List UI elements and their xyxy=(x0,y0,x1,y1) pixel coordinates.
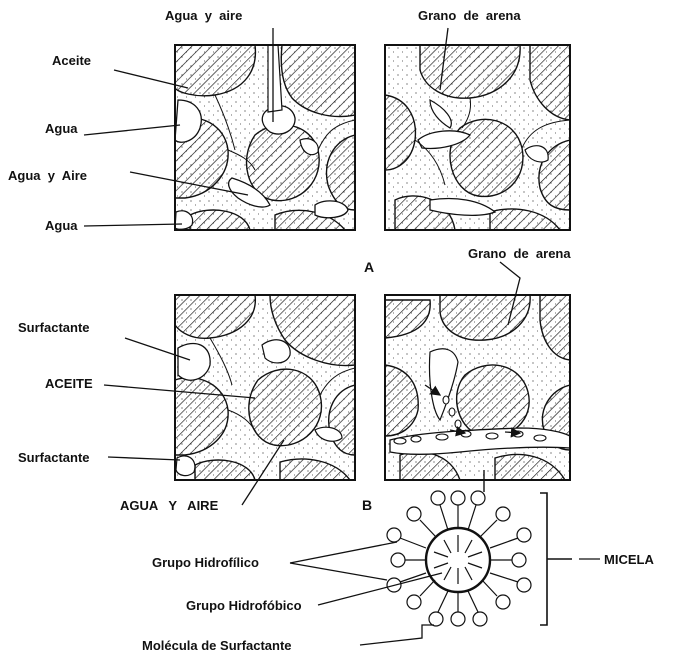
label-aceite: Aceite xyxy=(52,53,91,68)
panel-b-left xyxy=(175,295,355,480)
micelle-diagram xyxy=(387,470,572,626)
micelle-bracket xyxy=(540,493,572,625)
label-grupo-hidrofilico: Grupo Hidrofílico xyxy=(152,555,259,570)
label-agua-1: Agua xyxy=(45,121,78,136)
label-grupo-hidrofobico: Grupo Hidrofóbico xyxy=(186,598,302,613)
panel-a-right xyxy=(385,45,570,230)
label-micela: MICELA xyxy=(604,552,654,567)
label-molecula-surfactante: Molécula de Surfactante xyxy=(142,638,292,653)
panel-b-right xyxy=(385,295,570,480)
label-grano-de-arena-mid: Grano de arena xyxy=(468,246,571,261)
surfactant-pocket xyxy=(176,456,195,476)
water-pocket xyxy=(315,201,348,218)
label-grano-de-arena-top: Grano de arena xyxy=(418,8,521,23)
label-agua-2: Agua xyxy=(45,218,78,233)
sand-grain xyxy=(457,365,530,437)
label-agua-y-aire-top: Agua y aire xyxy=(165,8,242,23)
water-pocket xyxy=(175,211,193,229)
surfactant-pocket xyxy=(178,343,210,380)
label-agua-y-aire-left: Agua y Aire xyxy=(8,168,87,183)
label-surfactante-1: Surfactante xyxy=(18,320,90,335)
label-surfactante-2: Surfactante xyxy=(18,450,90,465)
label-section-a: A xyxy=(364,259,374,275)
label-section-b: B xyxy=(362,497,372,513)
sand-grain xyxy=(450,119,523,196)
label-aceite-caps: ACEITE xyxy=(45,376,93,391)
panel-a-left xyxy=(175,45,355,230)
surfactant-pocket xyxy=(262,340,290,363)
label-agua-y-aire-caps: AGUA Y AIRE xyxy=(120,498,219,513)
